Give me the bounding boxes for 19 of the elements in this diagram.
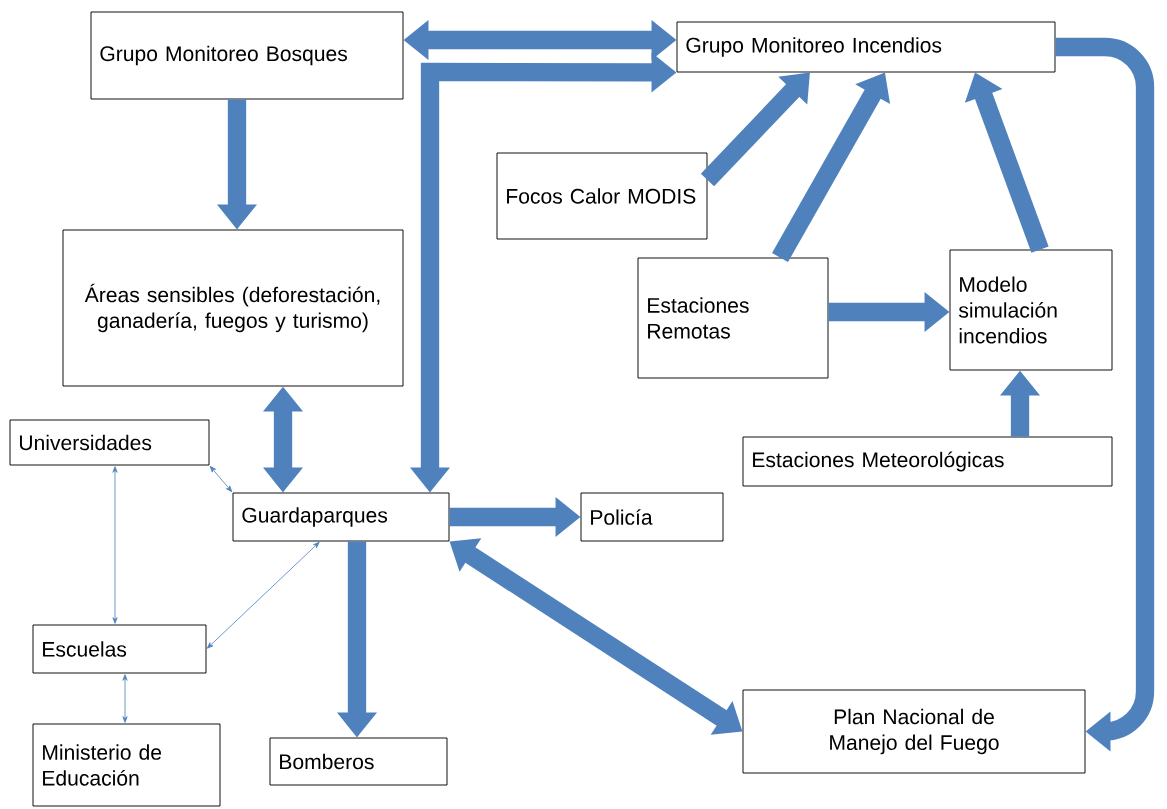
arrow [206,541,320,649]
process-box: Grupo Monitoreo Incendios [676,21,1056,73]
process-box: Focos Calor MODIS [496,152,708,240]
process-box: Grupo Monitoreo Bosques [90,11,404,100]
process-box: Escuelas [32,624,207,674]
arrow [112,466,118,624]
process-box: Policía [580,492,724,542]
arrow [122,674,128,723]
process-box: Estaciones Meteorológicas [742,436,1113,487]
block-arrow [1055,37,1155,752]
process-box: Plan Nacional de Manejo del Fuego [742,689,1086,774]
process-box: Bomberos [269,737,448,786]
process-box: Universidades [9,419,210,466]
process-box: Áreas sensibles (deforestación, ganadería, fuegos y turismo) [62,229,404,387]
process-box: Estaciones Remotas [637,257,829,379]
process-box: Modelo simulación incendios [949,249,1113,371]
process-box: Guardaparques [232,492,450,542]
process-box: Ministerio de Educación [32,723,221,807]
arrow [209,465,233,493]
